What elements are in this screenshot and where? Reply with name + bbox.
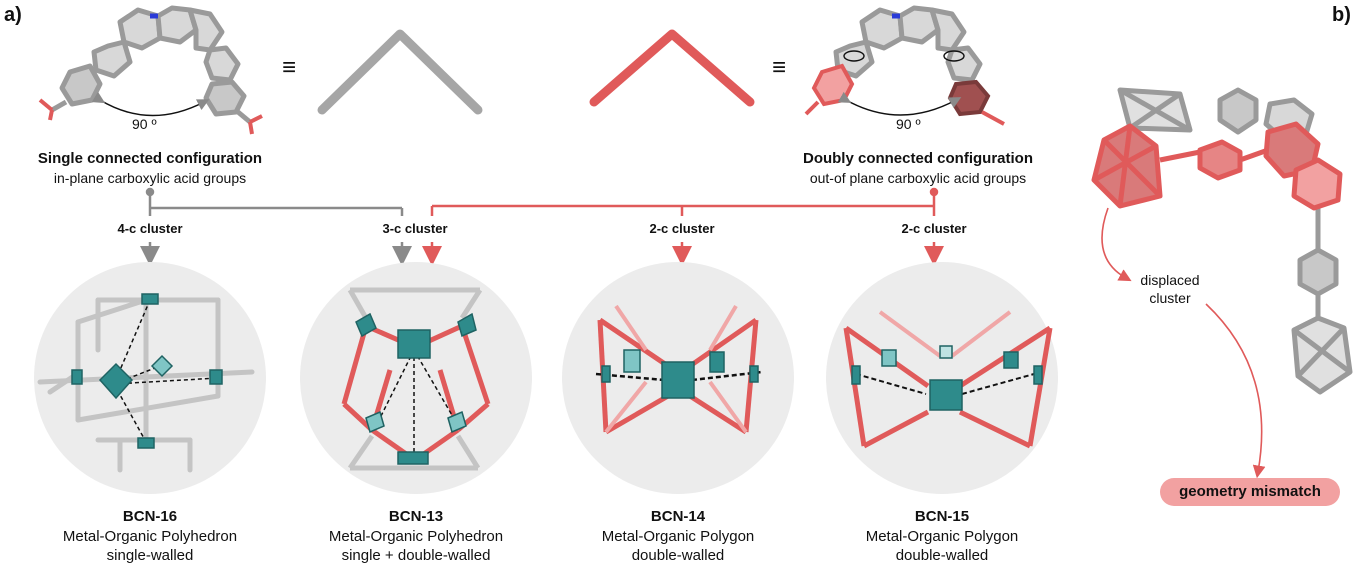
bcn15-guide-lines [855,373,1035,395]
right-config-title: Doubly connected configuration [802,150,1033,167]
right-molecule-acid-right [981,110,1005,126]
cluster-label-2c-a: 2-c cluster [649,221,715,236]
red-connector [422,187,944,266]
bcn13-desc-1: Metal-Organic Polyhedron [328,528,504,545]
bcn14-faded-edges [604,304,748,434]
panel-b-label: b) [1332,4,1351,26]
bcn16-clusters [71,293,223,449]
right-angle-arc [837,91,962,116]
panel-a-label: a) [4,4,22,26]
displaced-label-2: cluster [1149,290,1191,306]
bcn14-desc-1: Metal-Organic Polygon [601,528,755,545]
panel-b-linker-chain [1117,87,1353,395]
angle-label-left: 90 º [132,116,157,132]
bcn16-name: BCN-16 [122,508,178,525]
right-molecule-acid-left [804,100,820,116]
bcn13-clusters [355,312,477,465]
bcn13-gray-edges [347,287,483,471]
left-config-subtitle: in-plane carboxylic acid groups [53,170,247,186]
bcn13-name: BCN-13 [388,508,444,525]
cluster-label-2c-b: 2-c cluster [901,221,967,236]
right-molecule-ring-right [947,79,991,117]
bcn13-desc-2: single + double-walled [341,547,491,564]
cluster-label-4c: 4-c cluster [117,221,183,236]
right-config-subtitle: out-of plane carboxylic acid groups [809,170,1027,186]
geometry-mismatch-badge: geometry mismatch [1160,478,1340,506]
equiv-symbol-left: ≡ [282,54,297,81]
left-config-title: Single connected configuration [37,150,263,167]
right-acid-o2 [248,121,254,135]
bcn15-desc-1: Metal-Organic Polygon [865,528,1019,545]
bcn15-clusters [851,345,1043,411]
right-linker-molecule [833,5,983,83]
bcn13-guide-lines [377,349,457,456]
rotation-arrow-left [843,50,865,62]
gray-connector [140,187,412,266]
bcn15-name: BCN-15 [914,508,970,525]
mismatch-arrow [1205,303,1266,479]
right-molecule-ring-left [811,63,855,107]
bcn14-desc-2: double-walled [631,547,725,564]
bcn16-desc-1: Metal-Organic Polyhedron [62,528,238,545]
red-chevron [589,29,755,107]
bcn14-name: BCN-14 [650,508,706,525]
left-acid-o1 [38,98,54,112]
left-linker-molecule [50,5,252,124]
gray-chevron [317,29,483,115]
displaced-label-1: displaced [1140,272,1200,288]
rotation-arrow-right [943,50,965,62]
panel-b-red-chain [1091,121,1343,211]
left-acid-o2 [48,109,54,121]
right-acid-o1 [249,114,263,124]
left-angle-arc [91,91,210,117]
equiv-symbol-right: ≡ [772,54,787,81]
bcn15-desc-2: double-walled [895,547,989,564]
angle-label-right: 90 º [896,116,921,132]
cluster-label-3c: 3-c cluster [382,221,448,236]
bcn14-clusters [601,349,759,399]
bcn15-circle [826,262,1058,494]
bcn16-desc-2: single-walled [106,547,194,564]
displaced-arrow [1101,207,1132,282]
